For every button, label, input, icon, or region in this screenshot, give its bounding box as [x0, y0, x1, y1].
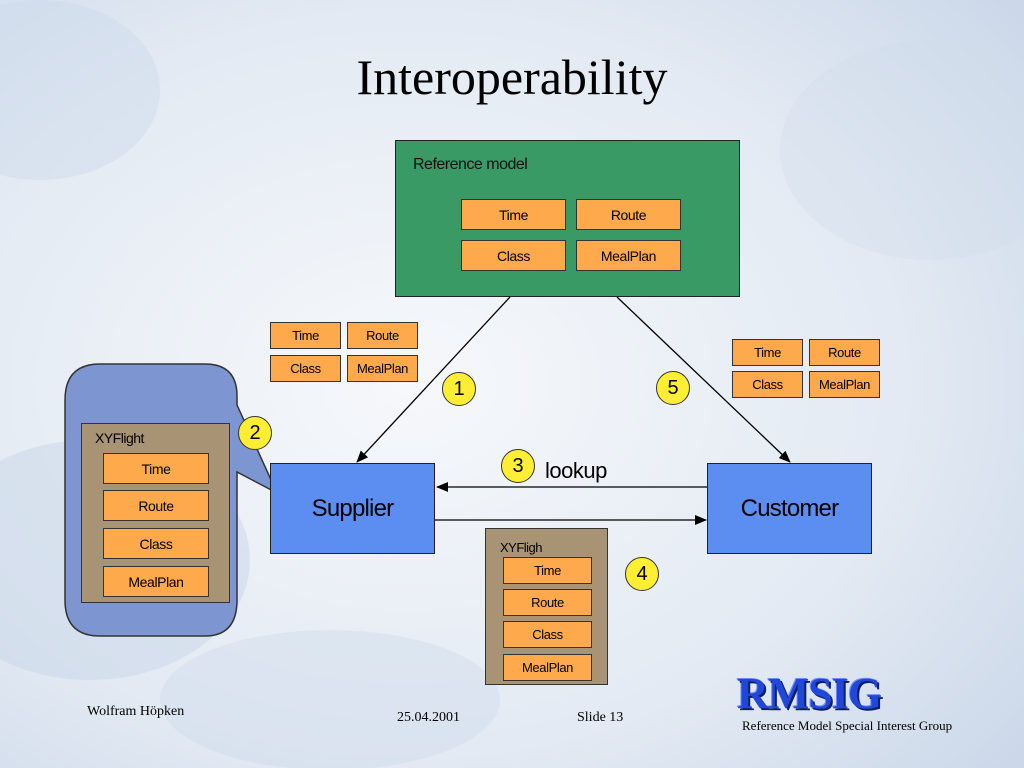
footer-author: Wolfram Höpken [87, 704, 185, 719]
right-object-class[interactable]: Class [732, 371, 803, 398]
supplier-box[interactable]: Supplier [270, 463, 435, 554]
left-object-route[interactable]: Route [347, 322, 418, 349]
reference-model: Reference model Time Route Class MealPla… [395, 140, 740, 297]
message-object-route[interactable]: Route [503, 589, 592, 616]
slide-title: Interoperability [356, 49, 668, 105]
right-object-time[interactable]: Time [732, 339, 803, 366]
callout-xyflight-label: XYFlight [95, 430, 144, 446]
arrow-refmodel-to-supplier [356, 296, 511, 463]
rmsig-logo-subtitle: Reference Model Special Interest Group [742, 718, 953, 733]
callout-object-class[interactable]: Class [103, 528, 209, 559]
lookup-label: lookup [545, 458, 607, 483]
customer-box[interactable]: Customer [707, 463, 872, 554]
callout-object-mealplan[interactable]: MealPlan [103, 566, 209, 597]
footer-date: 25.04.2001 [397, 710, 460, 725]
ref-object-class[interactable]: Class [461, 240, 566, 271]
message-object-time[interactable]: Time [503, 557, 592, 584]
right-object-route[interactable]: Route [809, 339, 880, 366]
step-marker-1: 1 [442, 372, 476, 406]
left-object-class[interactable]: Class [270, 355, 341, 382]
message-xyflight-label: XYFligh [500, 540, 543, 555]
left-object-time[interactable]: Time [270, 322, 341, 349]
ref-object-mealplan[interactable]: MealPlan [576, 240, 681, 271]
message-object-class[interactable]: Class [503, 621, 592, 648]
step-marker-3: 3 [501, 449, 535, 483]
left-object-mealplan[interactable]: MealPlan [347, 355, 418, 382]
step-marker-4: 4 [625, 557, 659, 591]
right-object-mealplan[interactable]: MealPlan [809, 371, 880, 398]
arrow-refmodel-to-customer [616, 296, 791, 463]
step-marker-2: 2 [238, 416, 272, 450]
reference-model-label: Reference model [413, 156, 528, 173]
footer-slide-number: Slide 13 [577, 710, 624, 725]
callout-xyflight-container: XYFlight Time Route Class MealPlan [81, 423, 230, 603]
message-object-mealplan[interactable]: MealPlan [503, 654, 592, 681]
callout-object-time[interactable]: Time [103, 453, 209, 484]
ref-object-time[interactable]: Time [461, 199, 566, 230]
rmsig-logo: RMSIG [737, 669, 882, 718]
step-marker-5: 5 [656, 371, 690, 405]
message-xyflight-container: XYFligh Time Route Class MealPlan [485, 528, 608, 685]
ref-object-route[interactable]: Route [576, 199, 681, 230]
callout-object-route[interactable]: Route [103, 490, 209, 521]
